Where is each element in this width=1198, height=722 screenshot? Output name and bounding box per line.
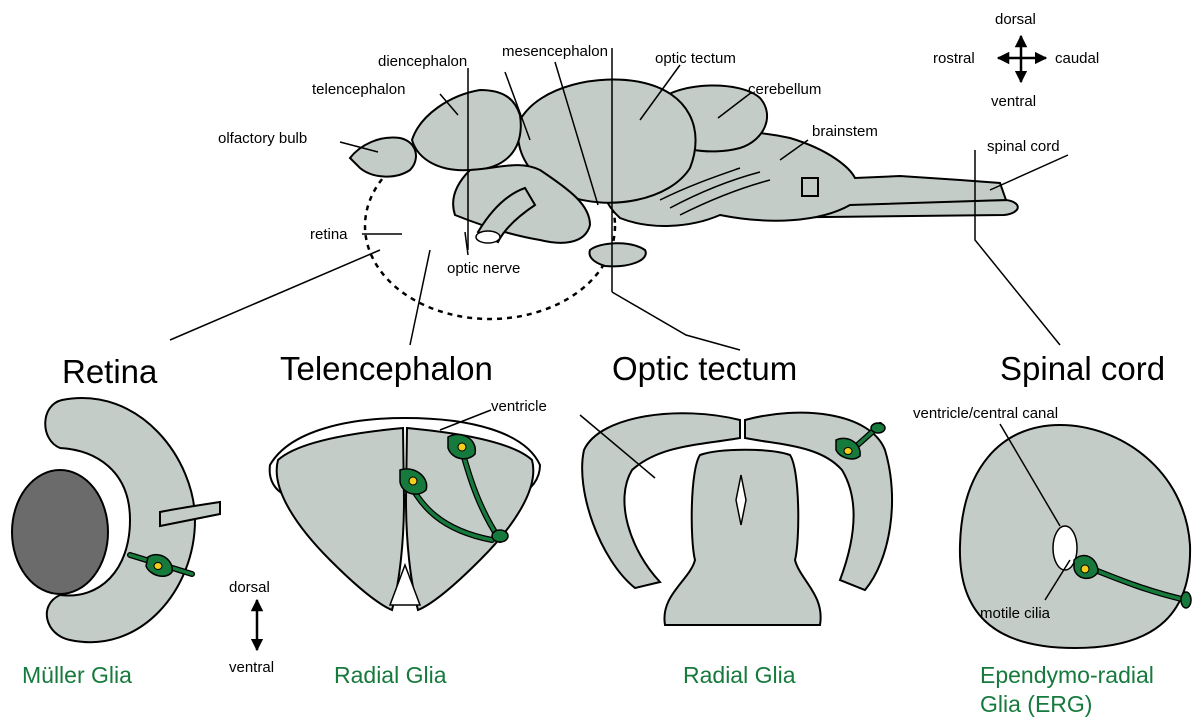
hypothalamus-lobe: [590, 243, 646, 266]
glia-label-radial-telencephalon: Radial Glia: [334, 662, 447, 688]
telencephalon-section: ventricle Radial Glia: [270, 398, 547, 688]
retina-section: Müller Glia: [12, 398, 220, 688]
retina-lens: [12, 470, 108, 594]
label-spinal-cord: spinal cord: [987, 138, 1060, 155]
compass-ventral: ventral: [991, 93, 1036, 110]
label-mesencephalon: mesencephalon: [502, 43, 608, 60]
label-retina: retina: [310, 226, 348, 243]
section-title-spinal-cord: Spinal cord: [1000, 350, 1165, 387]
telencephalon-shape: [412, 90, 521, 170]
glia-label-erg-1: Ependymo-radial: [980, 662, 1154, 688]
glia-label-muller: Müller Glia: [22, 662, 132, 688]
telencephalon-left-hemisphere: [277, 428, 404, 610]
compass-dorsal: dorsal: [995, 11, 1036, 28]
section-title-telencephalon: Telencephalon: [280, 350, 493, 387]
label-cerebellum: cerebellum: [748, 81, 821, 98]
brainstem-tube: [802, 178, 818, 196]
label-optic-nerve: optic nerve: [447, 260, 520, 277]
label-motile-cilia: motile cilia: [980, 605, 1051, 622]
tectum-center: [664, 450, 820, 625]
section-title-retina: Retina: [62, 353, 158, 390]
glia-label-erg-2: Glia (ERG): [980, 691, 1092, 717]
compass-caudal: caudal: [1055, 50, 1099, 67]
lateral-brain-view: diencephalon mesencephalon optic tectum …: [170, 43, 1068, 350]
glia-label-radial-tectum: Radial Glia: [683, 662, 796, 688]
section-title-optic-tectum: Optic tectum: [612, 350, 797, 387]
optic-tectum-section: Radial Glia: [580, 413, 892, 688]
label-olfactory-bulb: olfactory bulb: [218, 130, 307, 147]
compass-bottom: dorsal ventral: [229, 579, 274, 676]
compass-bottom-ventral: ventral: [229, 659, 274, 676]
label-telencephalon: telencephalon: [312, 81, 405, 98]
compass-bottom-dorsal: dorsal: [229, 579, 270, 596]
compass-top: dorsal ventral rostral caudal: [933, 11, 1099, 110]
label-central-canal: ventricle/central canal: [913, 405, 1058, 422]
optic-nerve-cut: [476, 231, 500, 243]
label-optic-tectum: optic tectum: [655, 50, 736, 67]
label-diencephalon: diencephalon: [378, 53, 467, 70]
olfactory-bulb-shape: [350, 137, 416, 176]
spinal-cord-section: ventricle/central canal motile cilia Epe…: [913, 405, 1191, 717]
compass-rostral: rostral: [933, 50, 975, 67]
label-ventricle: ventricle: [491, 398, 547, 415]
label-brainstem: brainstem: [812, 123, 878, 140]
